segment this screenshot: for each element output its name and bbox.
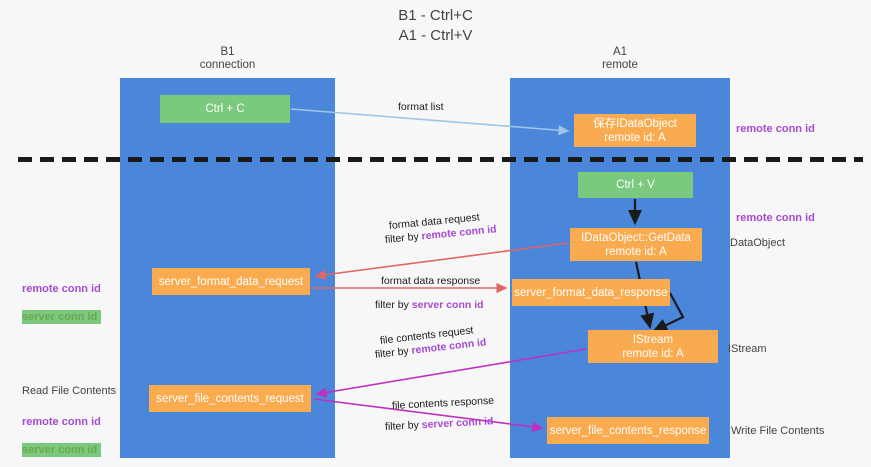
phase-divider: [18, 157, 863, 162]
edge-label-file-contents-response: file contents response: [391, 394, 495, 412]
node-server-file-contents-response[interactable]: server_file_contents_response: [547, 417, 709, 444]
note-conn-id-stack-format: remote conn id server conn id: [22, 268, 101, 338]
node-server-file-contents-request[interactable]: server_file_contents_request: [149, 385, 311, 412]
filter-prefix: filter by: [384, 230, 423, 246]
note-remote-conn-id: remote conn id: [22, 416, 101, 428]
note-read-file-contents: Read File Contents: [22, 385, 117, 397]
filter-prefix: filter by: [375, 299, 412, 311]
node-idataobject-getdata[interactable]: IDataObject::GetData remote id: A: [570, 228, 702, 261]
note-remote-conn-id: remote conn id: [22, 283, 101, 295]
edge-label-format-data-response-filter: filter by server conn id: [375, 299, 484, 311]
node-server-format-data-response[interactable]: server_format_data_response: [512, 279, 670, 306]
edge-label-format-data-response: format data response: [381, 275, 481, 287]
node-ctrl-v[interactable]: Ctrl + V: [578, 172, 693, 198]
filter-key-server-conn-id: server conn id: [421, 415, 494, 432]
diagram-title: B1 - Ctrl+C A1 - Ctrl+V: [398, 7, 473, 44]
swimlane-header-b1: B1 connection: [199, 46, 256, 71]
note-write-file-contents: Write File Contents: [731, 425, 825, 437]
swimlane-header-a1: A1 remote: [602, 46, 638, 71]
filter-prefix: filter by: [374, 344, 413, 361]
filter-prefix: filter by: [384, 419, 423, 433]
node-save-idataobject[interactable]: 保存IDataObject remote id: A: [574, 114, 696, 147]
filter-key-server-conn-id: server conn id: [411, 299, 484, 311]
node-ctrl-c[interactable]: Ctrl + C: [160, 95, 290, 123]
note-remote-conn-id-top: remote conn id: [736, 123, 815, 135]
note-dataobject: DataObject: [730, 237, 786, 249]
edge-label-format-list: format list: [398, 101, 444, 113]
node-server-format-data-request[interactable]: server_format_data_request: [152, 268, 310, 295]
note-server-conn-id: server conn id: [22, 443, 101, 457]
note-remote-conn-id-mid: remote conn id: [736, 212, 815, 224]
note-server-conn-id: server conn id: [22, 310, 101, 324]
edge-label-file-contents-response-filter: filter by server conn id: [385, 415, 494, 433]
note-conn-id-stack-filecontents: remote conn id server conn id: [22, 401, 101, 467]
node-istream[interactable]: IStream remote id: A: [588, 330, 718, 363]
note-istream: IStream: [728, 343, 767, 355]
